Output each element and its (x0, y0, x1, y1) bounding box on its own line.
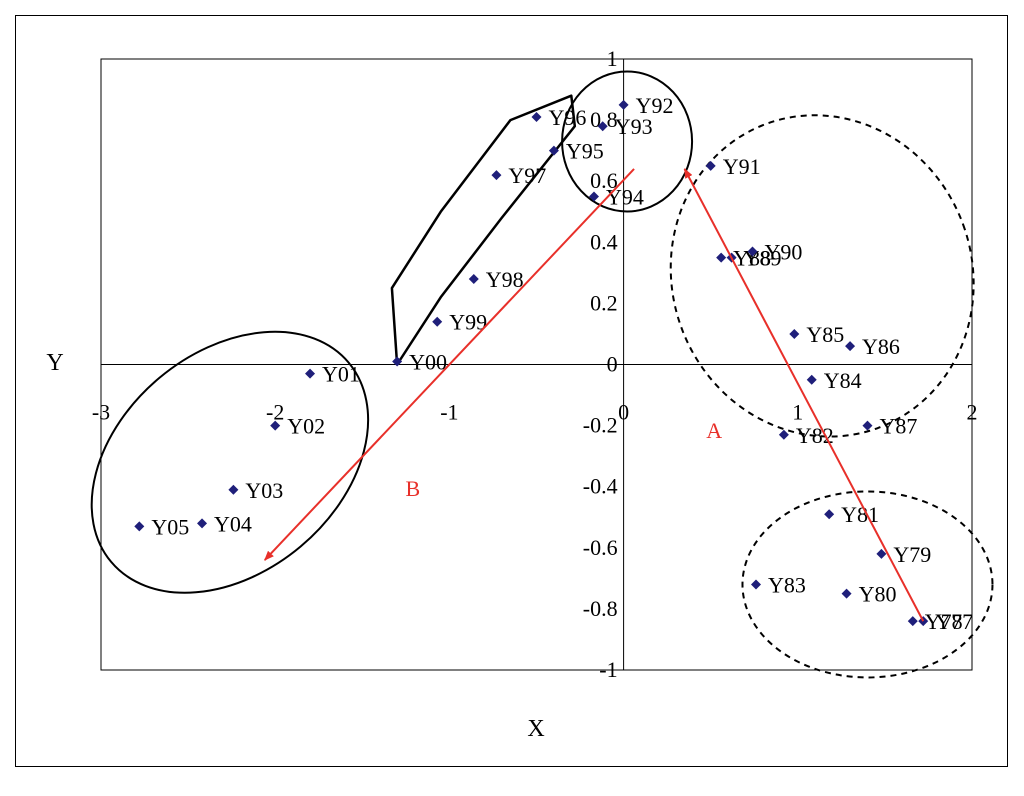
data-point (305, 368, 316, 379)
x-tick-label: 2 (967, 400, 978, 425)
y-tick-label: 0 (607, 352, 618, 377)
data-point (228, 484, 239, 495)
data-point (588, 191, 599, 202)
data-point (747, 246, 758, 257)
point-label: Y80 (859, 582, 897, 607)
point-label: Y94 (606, 184, 644, 209)
y-tick-label: 0.2 (590, 290, 618, 315)
data-point (468, 273, 479, 284)
point-label: Y96 (549, 105, 587, 130)
y-tick-label: -0.4 (583, 474, 618, 499)
annotation-a: A (706, 418, 722, 443)
point-label: Y01 (322, 362, 360, 387)
x-tick-label: -1 (440, 400, 458, 425)
data-point (491, 170, 502, 181)
data-point (778, 429, 789, 440)
y-tick-label: -0.2 (583, 413, 618, 438)
y-tick-label: -0.8 (583, 596, 618, 621)
point-label: Y79 (893, 542, 931, 567)
data-point (705, 160, 716, 171)
trend-arrows: AB (264, 168, 925, 622)
point-label: Y98 (486, 267, 524, 292)
data-point (197, 518, 208, 529)
data-point (270, 420, 281, 431)
point-label: Y02 (287, 414, 325, 439)
data-point (841, 588, 852, 599)
x-axis-label: X (527, 716, 544, 742)
data-point (876, 548, 887, 559)
point-label: Y77 (935, 609, 973, 634)
y-tick-label: 1 (607, 46, 618, 71)
group-outlines (90, 70, 994, 679)
x-tick-label: -2 (266, 400, 284, 425)
x-tick-label: 1 (792, 400, 803, 425)
data-point (750, 579, 761, 590)
arrow-b (264, 168, 635, 561)
point-label: Y97 (508, 163, 546, 188)
group-outline-y77-y83 (741, 490, 994, 679)
data-point (716, 252, 727, 263)
point-label: Y95 (566, 139, 604, 164)
point-label: Y85 (806, 322, 844, 347)
y-tick-label: -0.6 (583, 535, 618, 560)
x-tick-label: -3 (92, 400, 110, 425)
annotation-b: B (405, 476, 420, 501)
data-point (789, 328, 800, 339)
point-label: Y82 (796, 423, 834, 448)
data-point (806, 374, 817, 385)
data-point (862, 420, 873, 431)
point-label: Y84 (824, 368, 862, 393)
point-label: Y91 (723, 154, 761, 179)
point-label: Y04 (214, 511, 252, 536)
point-label: Y05 (151, 514, 189, 539)
y-axis-label: Y (46, 350, 63, 376)
y-tick-label: 0.6 (590, 168, 618, 193)
data-point (907, 616, 918, 627)
data-point (597, 121, 608, 132)
data-point (134, 521, 145, 532)
data-point (824, 509, 835, 520)
point-label: Y78 (925, 609, 963, 634)
x-tick-label: 0 (618, 400, 629, 425)
group-outline-y00-y05 (90, 330, 370, 594)
point-label: Y81 (841, 502, 879, 527)
data-point (845, 341, 856, 352)
point-label: Y90 (765, 239, 803, 264)
data-point (432, 316, 443, 327)
data-point (531, 112, 542, 123)
figure-frame (15, 15, 1008, 767)
point-label: Y00 (409, 349, 447, 374)
data-point (618, 99, 629, 110)
point-label: Y86 (862, 334, 900, 359)
point-label: Y93 (615, 114, 653, 139)
point-label: Y92 (636, 93, 674, 118)
point-label: Y87 (879, 414, 917, 439)
group-outline-y95-y00 (390, 94, 577, 366)
data-point (548, 145, 559, 156)
y-tick-label: 0.4 (590, 229, 618, 254)
group-outline-y84-y91 (669, 114, 975, 438)
point-label: Y83 (768, 572, 806, 597)
data-point (392, 356, 403, 367)
arrow-a (683, 168, 925, 622)
point-label: Y03 (245, 478, 283, 503)
y-tick-label: -1 (599, 657, 617, 682)
